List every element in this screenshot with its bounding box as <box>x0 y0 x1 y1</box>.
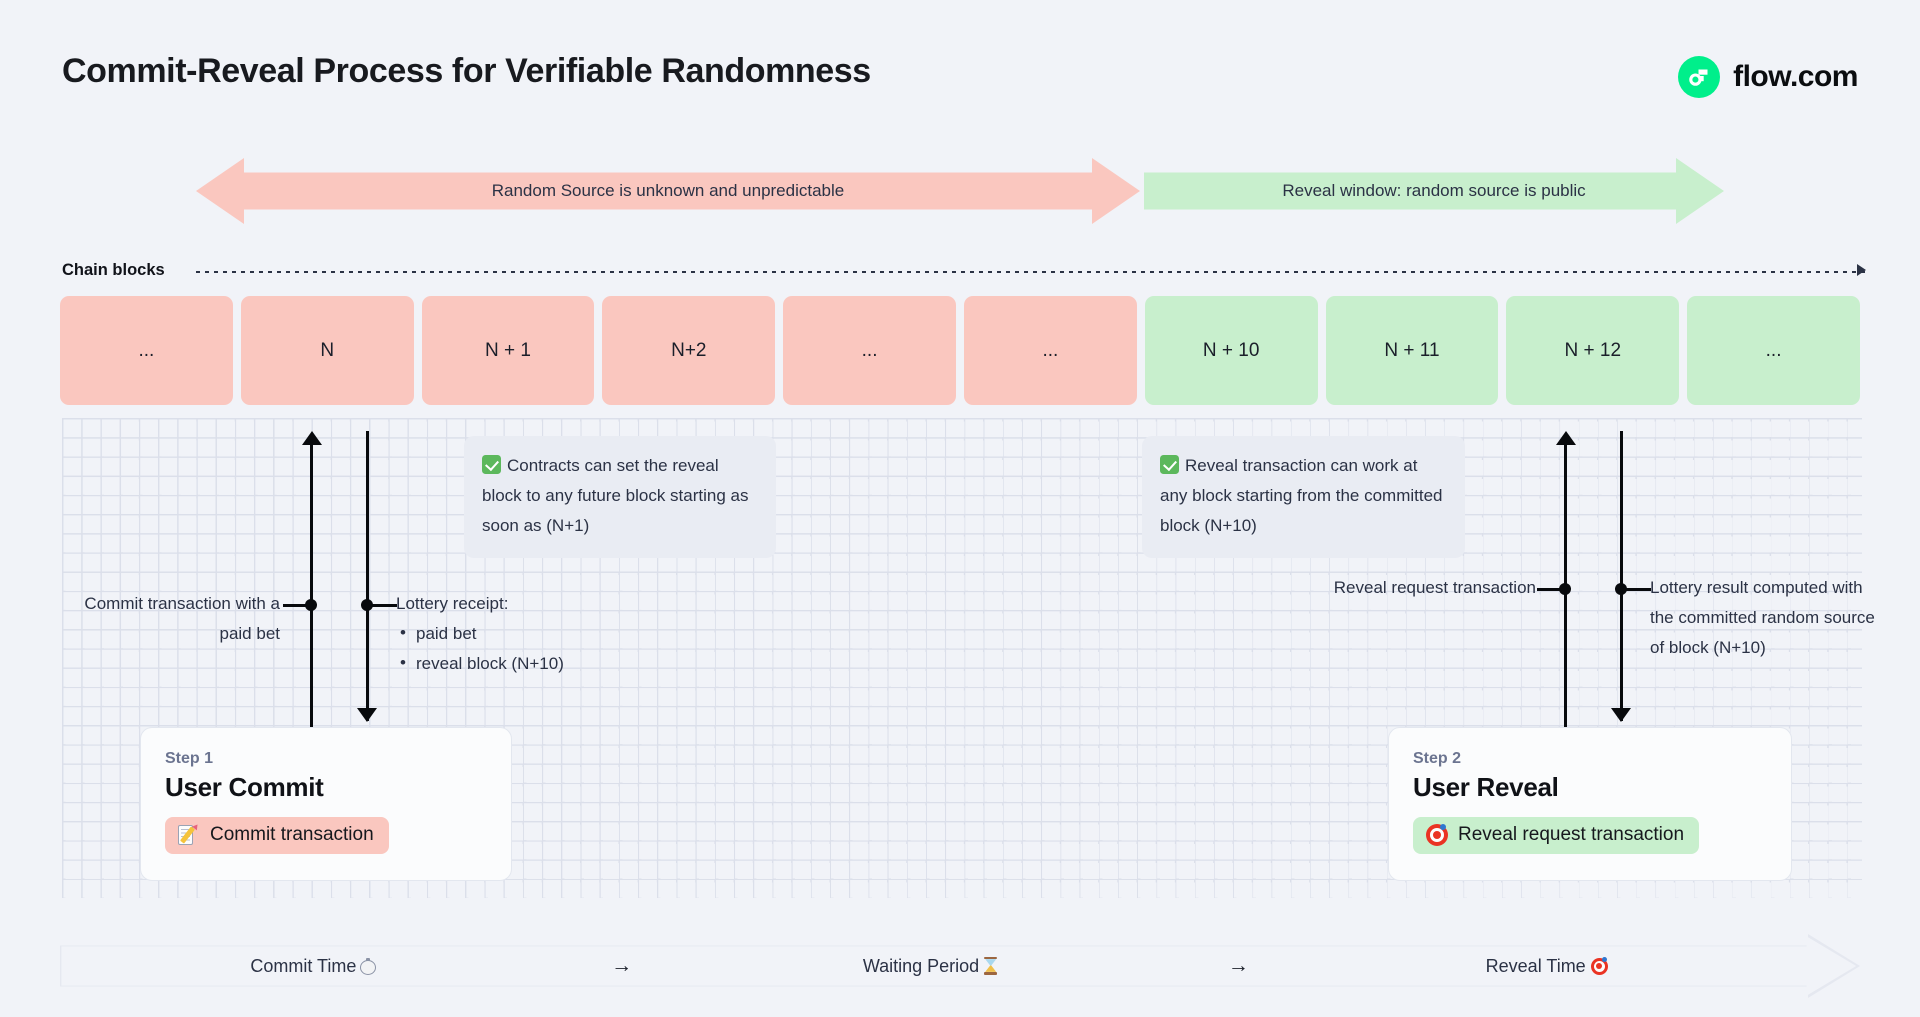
banner-reveal-window: Reveal window: random source is public <box>1144 158 1724 224</box>
reveal-request-transaction-pill-label: Reveal request transaction <box>1458 824 1685 845</box>
label-lottery-result: Lottery result computed with the committ… <box>1650 578 1875 657</box>
lottery-result-dot <box>1615 583 1627 595</box>
label-commit-transaction: Commit transaction with a paid bet <box>84 594 280 643</box>
step-card-user-commit[interactable]: Step 1 User Commit Commit transaction <box>140 727 512 881</box>
chain-block[interactable]: N + 1 <box>421 296 595 405</box>
step-2-kicker: Step 2 <box>1413 750 1462 767</box>
label-reveal-request-transaction: Reveal request transaction <box>1333 578 1536 597</box>
chain-block[interactable]: N <box>240 296 414 405</box>
note-commit-reveal-block: Contracts can set the reveal block to an… <box>464 436 776 558</box>
timeline-phases: Commit Time → Waiting Period → Reveal Ti… <box>60 934 1860 998</box>
step-2-title: User Reveal <box>1413 772 1559 802</box>
note-reveal-text: Reveal transaction can work at any block… <box>1160 456 1443 535</box>
lottery-receipt-dot <box>361 599 373 611</box>
timeline-phase-reveal-time: Reveal Time <box>1293 956 1800 977</box>
chain-blocks-row: ... N N + 1 N+2 ... ... N + 10 N + 11 N … <box>60 296 1860 405</box>
commit-transaction-pill[interactable]: Commit transaction <box>165 817 389 854</box>
lottery-receipt-line <box>366 431 369 721</box>
lottery-receipt-arrow-icon <box>357 708 377 722</box>
timeline-phase-waiting-period: Waiting Period <box>677 956 1184 977</box>
timeline-phase-waiting-period-label: Waiting Period <box>862 955 980 976</box>
chain-block[interactable]: ... <box>963 296 1137 405</box>
timeline-separator-1: → <box>611 954 633 977</box>
direct-hit-icon <box>1426 824 1448 846</box>
chain-block[interactable]: ... <box>60 296 233 405</box>
lottery-receipt-list: paid bet reveal block (N+10) <box>396 618 696 679</box>
step-card-user-reveal[interactable]: Step 2 User Reveal Reveal request transa… <box>1388 727 1792 881</box>
list-item: reveal block (N+10) <box>396 648 696 679</box>
lottery-result-line <box>1620 431 1623 721</box>
commit-line-stub <box>283 604 313 607</box>
step-1-title: User Commit <box>165 772 324 802</box>
reveal-request-transaction-pill[interactable]: Reveal request transaction <box>1413 817 1700 854</box>
reveal-request-arrow-icon <box>1556 431 1576 445</box>
chain-block[interactable]: N+2 <box>602 296 776 405</box>
chain-block[interactable]: N + 11 <box>1325 296 1499 405</box>
note-reveal-transaction-window: Reveal transaction can work at any block… <box>1142 436 1465 558</box>
reveal-request-dot <box>1559 583 1571 595</box>
commit-line-dot <box>305 599 317 611</box>
memo-icon <box>178 822 200 846</box>
commit-line-arrow-icon <box>302 431 322 445</box>
direct-hit-icon <box>1590 956 1608 975</box>
brand-logo: flow.com <box>1678 56 1858 98</box>
banner-reveal-label: Reveal window: random source is public <box>1282 181 1586 200</box>
chain-block[interactable]: ... <box>783 296 956 405</box>
flow-logo-icon <box>1678 56 1721 98</box>
chain-block[interactable]: ... <box>1687 296 1860 405</box>
list-item: paid bet <box>396 618 696 649</box>
lottery-result-arrow-icon <box>1611 708 1631 722</box>
lottery-receipt-stub <box>367 604 397 607</box>
chain-block[interactable]: N + 10 <box>1144 296 1318 405</box>
check-mark-button-icon <box>482 455 501 474</box>
chain-axis-arrow-icon <box>1857 264 1866 276</box>
chain-block[interactable]: N + 12 <box>1506 296 1680 405</box>
phase-timeline: Commit Time → Waiting Period → Reveal Ti… <box>60 934 1860 998</box>
timeline-phase-reveal-time-label: Reveal Time <box>1485 955 1586 976</box>
check-mark-button-icon <box>1160 455 1179 474</box>
page-title: Commit-Reveal Process for Verifiable Ran… <box>62 52 871 90</box>
chain-blocks-label: Chain blocks <box>62 261 165 279</box>
lottery-result-stub <box>1621 588 1651 591</box>
label-lottery-receipt: Lottery receipt: paid bet reveal block (… <box>396 589 696 679</box>
timeline-phase-commit-time: Commit Time <box>60 956 567 977</box>
note-commit-text: Contracts can set the reveal block to an… <box>482 456 749 535</box>
brand-wordmark: flow.com <box>1733 60 1858 93</box>
banner-random-source-unknown: Random Source is unknown and unpredictab… <box>196 158 1140 224</box>
stopwatch-icon <box>360 957 377 975</box>
banner-unknown-label: Random Source is unknown and unpredictab… <box>491 181 845 200</box>
lottery-receipt-title: Lottery receipt: <box>396 594 509 613</box>
step-1-kicker: Step 1 <box>165 750 214 767</box>
commit-transaction-pill-label: Commit transaction <box>210 824 374 845</box>
hourglass-icon <box>984 956 998 975</box>
timeline-separator-2: → <box>1227 954 1249 977</box>
timeline-phase-commit-time-label: Commit Time <box>250 955 357 976</box>
reveal-request-stub <box>1537 588 1567 591</box>
chain-axis-dotted-line <box>196 271 1866 273</box>
commit-transaction-line <box>310 444 313 734</box>
